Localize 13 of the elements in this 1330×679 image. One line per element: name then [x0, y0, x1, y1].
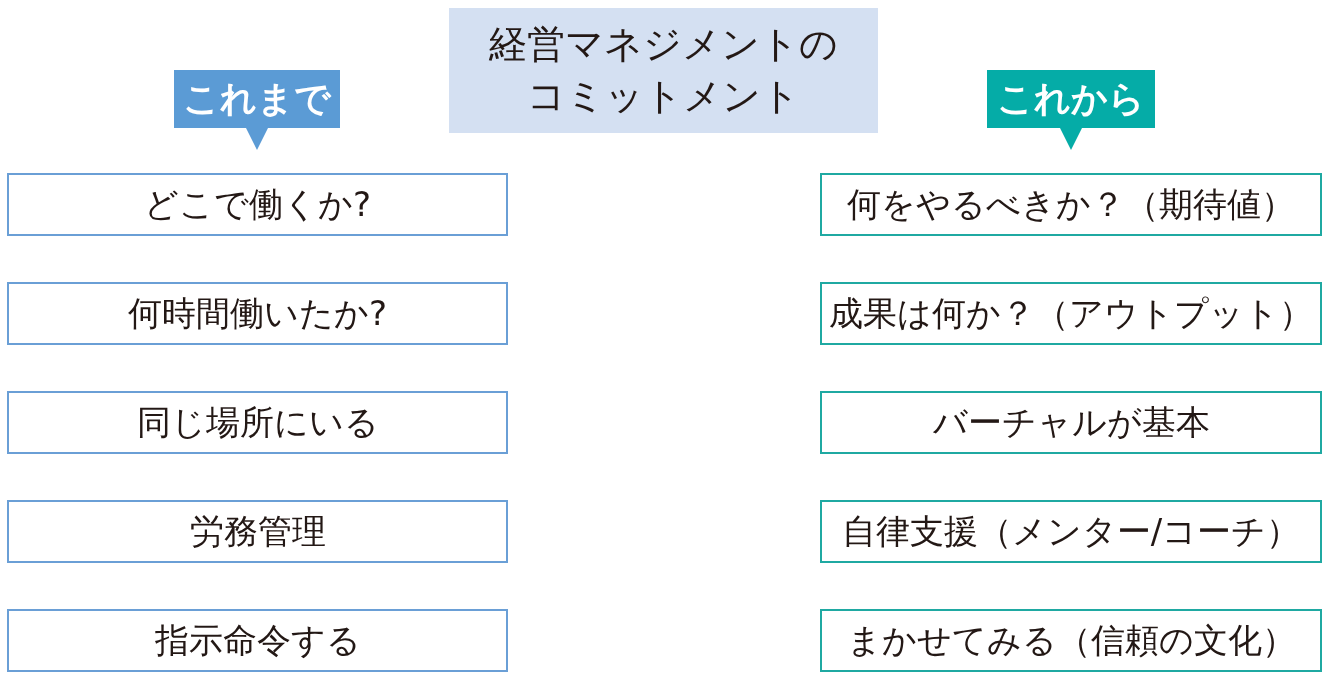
outlined-label: 同じ場所にいる — [7, 391, 508, 454]
outlined-label: どこで働くか? — [7, 173, 508, 236]
outlined-label: 何時間働いたか? — [7, 282, 508, 345]
outlined-label: 成果は何か？（アウトプット） — [820, 282, 1322, 345]
outlined-label: 指示命令する — [7, 609, 508, 672]
outlined-label: 自律支援（メンター/コーチ） — [820, 500, 1322, 563]
outlined-label: 何をやるべきか？（期待値） — [820, 173, 1322, 236]
outlined-label: 労務管理 — [7, 500, 508, 563]
speech-bubble-tag: これから — [987, 70, 1155, 150]
speech-bubble-tag: これまで — [174, 70, 340, 150]
outlined-label: まかせてみる（信頼の文化） — [820, 609, 1322, 672]
title-banner: 経営マネジメントのコミットメント — [449, 8, 878, 133]
outlined-label: バーチャルが基本 — [820, 391, 1322, 454]
